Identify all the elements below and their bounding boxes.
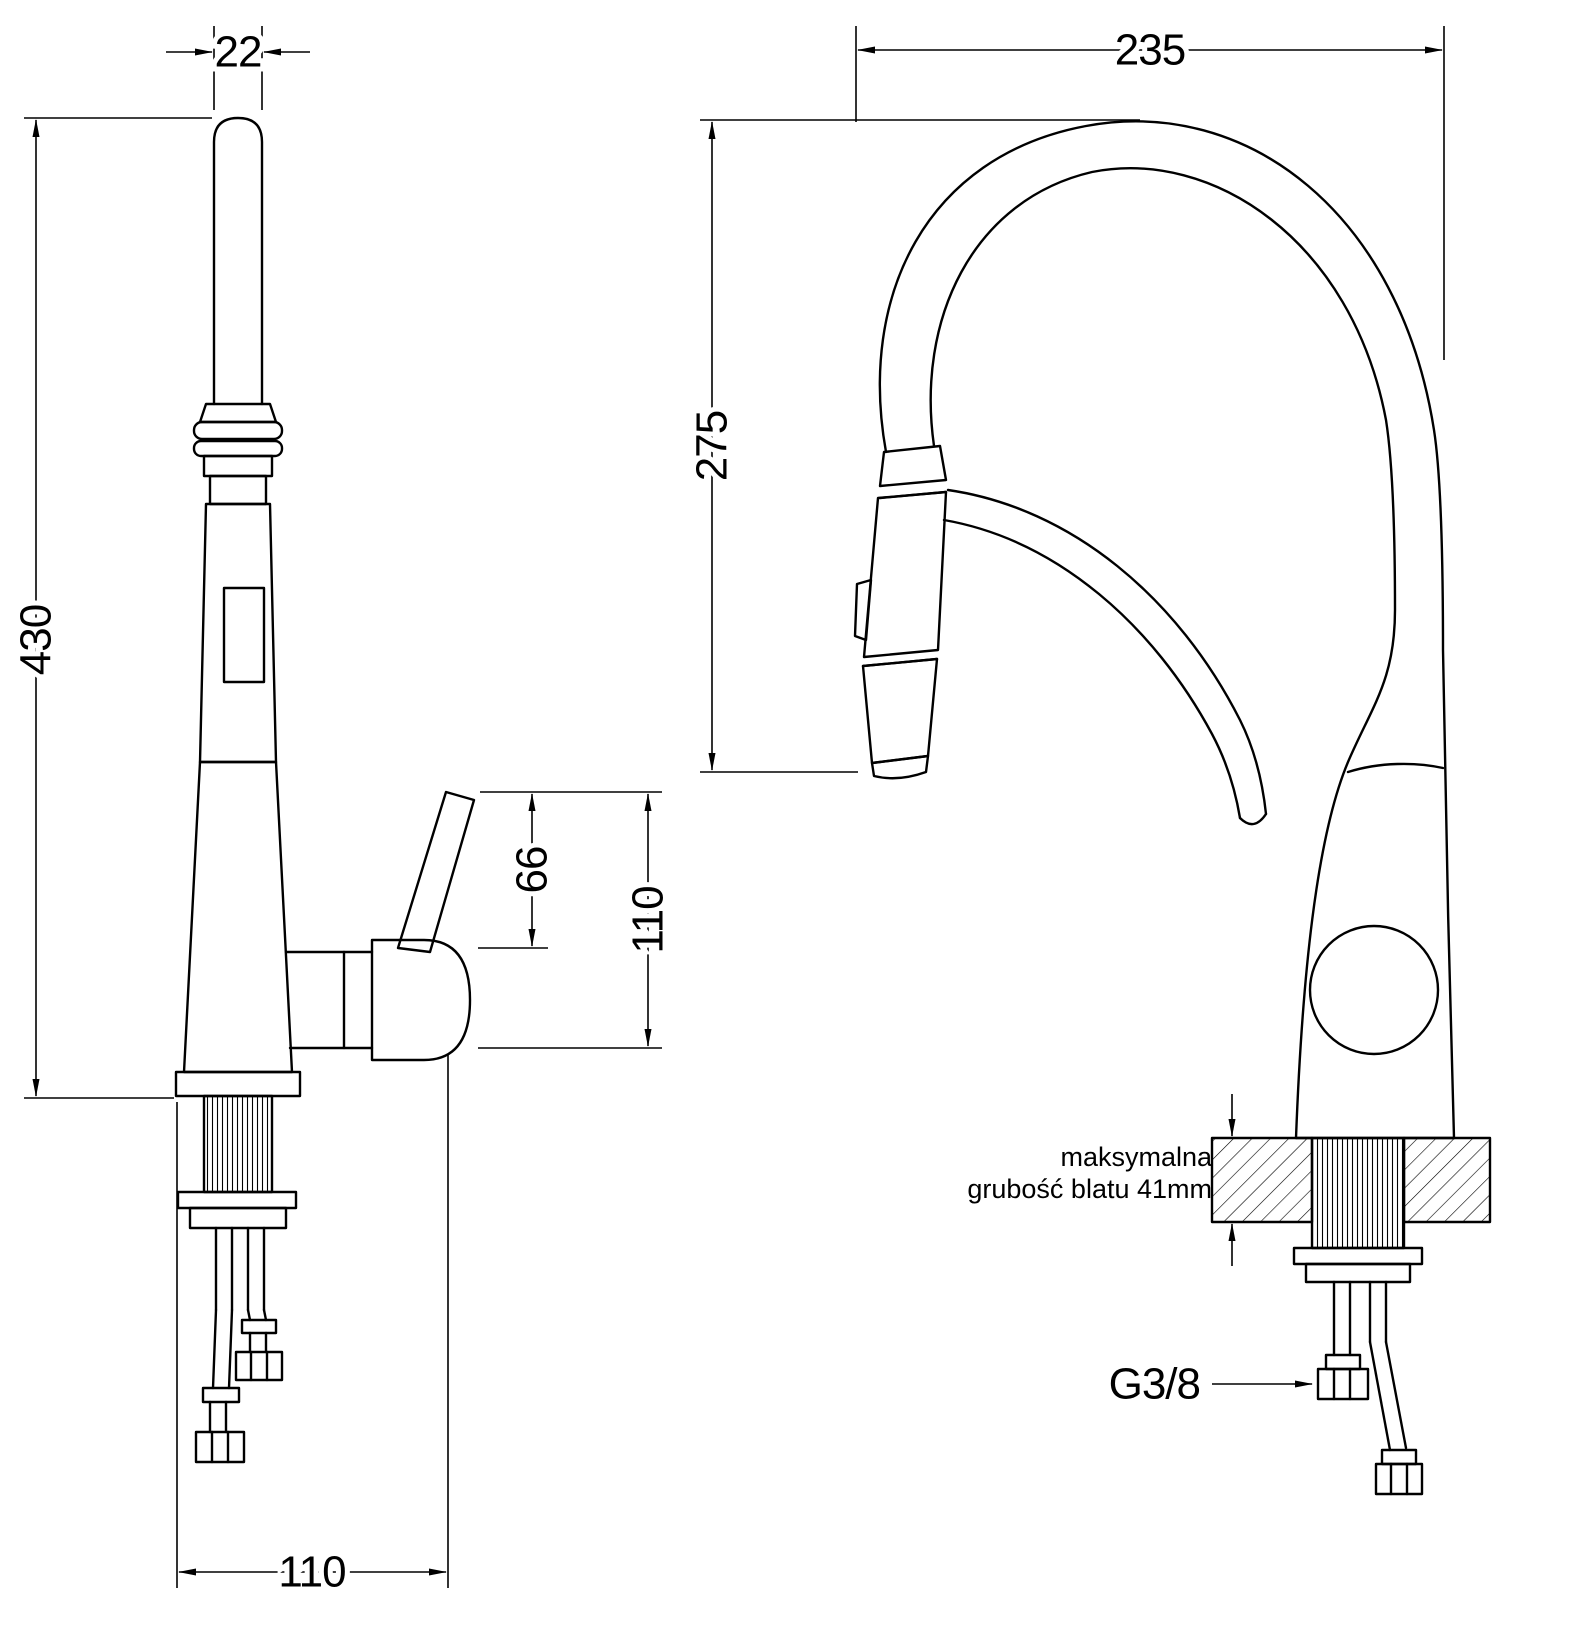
dim-spout-width: 22: [166, 23, 310, 110]
dim-total-height: 430: [7, 117, 212, 1099]
dim-spout-reach: 235: [855, 21, 1445, 360]
swivel-ball: [1308, 924, 1440, 1056]
dim-label-spout-width: 22: [215, 28, 262, 77]
dim-base-depth: 110: [176, 1054, 449, 1602]
dim-label-base-depth: 110: [278, 1548, 345, 1597]
spout-tube: [212, 116, 264, 406]
faucet-front-outline: [174, 116, 476, 1464]
dim-label-handle-rise: 66: [508, 847, 557, 894]
dim-spout-height: 275: [683, 119, 1140, 773]
threaded-stud: [202, 1094, 274, 1194]
thread-label: G3/8: [1109, 1360, 1200, 1409]
counter-note-line2: grubość blatu 41mm: [967, 1174, 1212, 1204]
faucet-side-outline: [853, 120, 1492, 1496]
body-window: [222, 586, 266, 684]
spray-head: [853, 444, 948, 780]
base-flange: [174, 1070, 302, 1098]
thread-callout: G3/8: [1104, 1355, 1313, 1414]
spray-button: [853, 578, 873, 642]
counter-note-line1: maksymalna: [1060, 1142, 1213, 1172]
handle-body: [370, 938, 472, 1062]
supply-hoses-front: [194, 1226, 284, 1464]
counter-thickness-note: maksymalna grubość blatu 41mm: [967, 1094, 1236, 1266]
threaded-shank: [1310, 1136, 1406, 1250]
dim-handle-rise: 66: [478, 791, 662, 949]
dim-label-handle-height: 110: [624, 886, 673, 953]
handle-lever: [396, 790, 476, 954]
spray-hose: [942, 488, 1268, 826]
supply-hoses-side: [1316, 1280, 1424, 1496]
neck-joint-line: [1346, 762, 1445, 774]
spout-inner-edge: [929, 167, 1397, 1140]
dim-label-spout-height: 275: [688, 411, 737, 481]
front-view: 22 430 66 110: [7, 23, 678, 1602]
faucet-lower-body: [182, 760, 294, 1074]
dim-label-total-height: 430: [12, 605, 61, 675]
counter-section-left: [1210, 1136, 1314, 1224]
dim-handle-height: 110: [478, 793, 678, 1049]
counter-section-right: [1402, 1136, 1492, 1224]
dim-label-spout-reach: 235: [1115, 26, 1185, 75]
spout-outer-edge: [878, 120, 1456, 1140]
g38-connector: [1316, 1367, 1370, 1401]
side-view: 235 275 maksymalna grubość blatu 41mm G3…: [683, 21, 1492, 1496]
